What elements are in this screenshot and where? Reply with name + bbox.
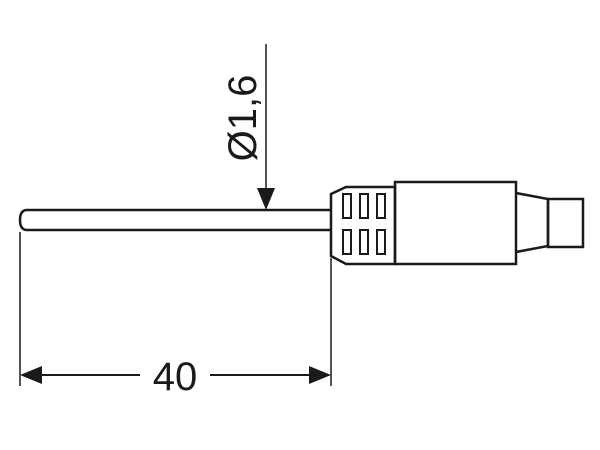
rib-slot <box>376 193 386 219</box>
strain-relief <box>329 185 397 266</box>
arrowhead-left <box>20 366 42 384</box>
connector-body <box>393 180 518 266</box>
diameter-dimension: Ø1,6 <box>221 44 275 210</box>
rib-slot <box>359 229 369 255</box>
diameter-arrowhead <box>257 188 275 210</box>
rib-slot <box>342 193 352 219</box>
probe-rod <box>18 208 331 232</box>
connector-neck <box>515 191 550 254</box>
rib-slots-lower <box>342 229 386 255</box>
arrowhead-right <box>309 366 331 384</box>
connector-plug <box>546 197 585 249</box>
diameter-label: Ø1,6 <box>221 75 265 162</box>
length-dimension: 40 <box>19 232 332 399</box>
length-label: 40 <box>153 355 198 399</box>
rib-slots-upper <box>342 193 386 219</box>
rib-slot <box>359 193 369 219</box>
probe-rod-outline <box>18 208 331 232</box>
rib-slot <box>376 229 386 255</box>
rib-slot <box>342 229 352 255</box>
